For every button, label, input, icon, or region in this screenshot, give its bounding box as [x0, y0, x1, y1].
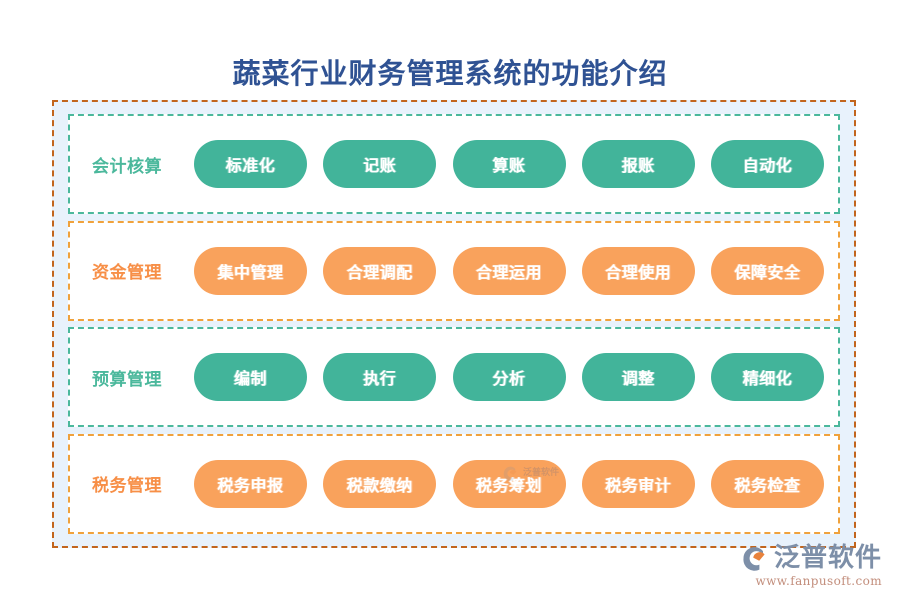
category-label: 会计核算 — [92, 156, 162, 177]
category-label: 税务管理 — [92, 476, 162, 497]
brand-name: 泛普软件 — [773, 543, 882, 573]
feature-pill[interactable]: 集中管理 — [194, 246, 307, 295]
feature-pill-list: 标准化记账算账报账自动化 — [194, 140, 824, 188]
feature-pill[interactable]: 合理使用 — [581, 246, 695, 295]
brand-logo: 泛普软件 www.fanpusoft.com — [740, 544, 882, 588]
category-row: 税务管理 税务申报税款缴纳税务筹划税务审计税务检查 — [68, 433, 840, 534]
brand-logo-row: 泛普软件 — [740, 544, 882, 572]
feature-pill[interactable]: 合理运用 — [452, 246, 566, 295]
feature-pill[interactable]: 算账 — [452, 140, 566, 188]
feature-pill[interactable]: 精细化 — [711, 353, 824, 402]
feature-pill[interactable]: 记账 — [323, 140, 437, 188]
feature-pill[interactable]: 税务检查 — [711, 459, 824, 508]
feature-pill[interactable]: 保障安全 — [711, 246, 824, 295]
category-row: 会计核算 标准化记账算账报账自动化 — [68, 114, 840, 214]
category-label: 资金管理 — [92, 263, 162, 284]
feature-pill[interactable]: 税务筹划 — [452, 459, 566, 508]
feature-pill[interactable]: 标准化 — [194, 140, 307, 188]
feature-pill-list: 编制执行分析调整精细化 — [194, 353, 824, 402]
category-row: 预算管理 编制执行分析调整精细化 — [68, 327, 840, 428]
feature-pill[interactable]: 编制 — [194, 353, 307, 402]
brand-url: www.fanpusoft.com — [755, 574, 882, 588]
feature-pill[interactable]: 税款缴纳 — [323, 459, 437, 508]
feature-pill-list: 税务申报税款缴纳税务筹划税务审计税务检查 — [194, 459, 824, 508]
feature-pill[interactable]: 自动化 — [711, 140, 824, 188]
feature-pill[interactable]: 调整 — [581, 353, 695, 402]
feature-panel: 会计核算 标准化记账算账报账自动化资金管理 集中管理合理调配合理运用合理使用保障安全… — [52, 100, 856, 548]
feature-pill[interactable]: 税务审计 — [581, 459, 695, 508]
category-row-list: 会计核算 标准化记账算账报账自动化资金管理 集中管理合理调配合理运用合理使用保障安全… — [68, 114, 840, 534]
page-title-container: 蔬菜行业财务管理系统的功能介绍 — [0, 38, 900, 109]
feature-pill[interactable]: 执行 — [323, 353, 437, 402]
page-title: 蔬菜行业财务管理系统的功能介绍 — [232, 56, 668, 90]
feature-pill[interactable]: 合理调配 — [323, 246, 437, 295]
category-row: 资金管理 集中管理合理调配合理运用合理使用保障安全 — [68, 220, 840, 321]
feature-pill-list: 集中管理合理调配合理运用合理使用保障安全 — [194, 246, 824, 295]
category-label: 预算管理 — [92, 369, 162, 390]
fanpu-swoosh-icon — [743, 547, 765, 571]
feature-pill[interactable]: 税务申报 — [194, 459, 307, 508]
feature-pill[interactable]: 报账 — [581, 140, 695, 188]
feature-pill[interactable]: 分析 — [452, 353, 566, 402]
